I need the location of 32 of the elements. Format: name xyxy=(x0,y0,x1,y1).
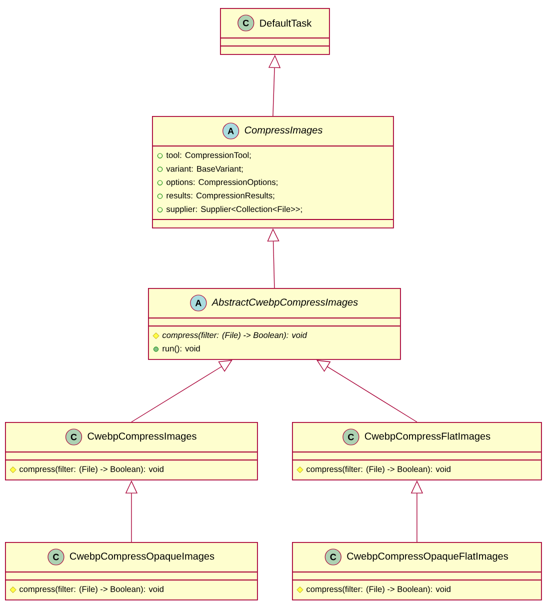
method-text: compress(filter: (File) -> Boolean): void xyxy=(20,466,164,474)
class-badge: C xyxy=(48,548,64,566)
class-name: DefaultTask xyxy=(260,19,312,27)
class-name: CompressImages xyxy=(244,126,322,136)
attribute-text: variant: BaseVariant; xyxy=(166,166,243,173)
class-name: CwebpCompressFlatImages xyxy=(364,432,490,442)
method-text: compress(filter: (File) -> Boolean): void xyxy=(162,332,308,340)
class-badge: A xyxy=(222,122,240,140)
method-text: compress(filter: (File) -> Boolean): void xyxy=(306,586,450,594)
class-box xyxy=(4,422,258,480)
class-badge: C xyxy=(65,428,82,446)
class-badge: C xyxy=(238,14,254,32)
method-text: run(): void xyxy=(162,345,200,354)
method-text: compress(filter: (File) -> Boolean): void xyxy=(306,466,450,474)
class-name: AbstractCwebpCompressImages xyxy=(211,298,358,308)
class-badge: C xyxy=(342,428,360,446)
attribute-text: supplier: Supplier<Collection<File>>; xyxy=(166,206,302,214)
class-box xyxy=(4,542,258,600)
class-box xyxy=(152,116,394,228)
method-text: compress(filter: (File) -> Boolean): void xyxy=(20,586,164,594)
class-box xyxy=(220,8,330,55)
class-name: CwebpCompressImages xyxy=(88,432,196,442)
attribute-text: tool: CompressionTool; xyxy=(166,152,251,160)
attribute-text: options: CompressionOptions; xyxy=(166,178,278,187)
class-box xyxy=(148,288,401,360)
class-badge: A xyxy=(190,294,207,312)
class-badge: C xyxy=(324,548,342,566)
class-name: CwebpCompressOpaqueImages xyxy=(70,552,214,562)
class-box xyxy=(292,542,542,600)
attribute-text: results: CompressionResults; xyxy=(166,192,274,200)
class-box xyxy=(292,422,542,480)
class-name: CwebpCompressOpaqueFlatImages xyxy=(347,552,508,562)
